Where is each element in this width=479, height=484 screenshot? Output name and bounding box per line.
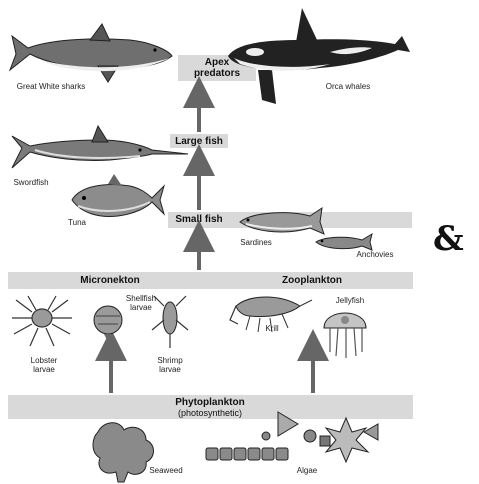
- level-label-micronekton: Micronekton: [60, 275, 160, 286]
- organism-label-jellyfish: Jellyfish: [330, 296, 370, 305]
- organism-label-anchovies: Anchovies: [350, 250, 400, 259]
- ampersand-glyph: &: [433, 222, 464, 256]
- sardines-icon: [240, 208, 324, 234]
- swordfish-icon: [12, 126, 188, 168]
- level-label-large-fish: Large fish: [170, 136, 228, 147]
- organism-label-shellfish: Shellfish larvae: [118, 294, 164, 312]
- organism-label-sardines: Sardines: [236, 238, 276, 247]
- algae-chain-icon: [206, 448, 288, 460]
- organism-label-seaweed: Seaweed: [144, 466, 188, 475]
- level-label-small-fish: Small fish: [168, 214, 230, 225]
- lobster-larvae-icon: [12, 296, 72, 346]
- level-label-zooplankton: Zooplankton: [262, 275, 362, 286]
- jellyfish-icon: [324, 313, 366, 358]
- organism-label-algae: Algae: [294, 466, 320, 475]
- level-label-phytoplankton: Phytoplankton: [160, 397, 260, 408]
- organism-label-orca: Orca whales: [318, 82, 378, 91]
- organism-label-tuna: Tuna: [62, 218, 92, 227]
- organism-label-lobster: Lobster larvae: [24, 356, 64, 374]
- organism-label-shrimp: Shrimp larvae: [148, 356, 192, 374]
- level-label-photosynthetic: (photosynthetic): [160, 408, 260, 419]
- organism-label-krill: Krill: [262, 324, 282, 333]
- great-white-shark-icon: [10, 24, 172, 82]
- organism-label-great-white: Great White sharks: [6, 82, 96, 91]
- anchovies-icon: [316, 234, 372, 250]
- tuna-icon: [72, 174, 164, 216]
- organism-label-swordfish: Swordfish: [6, 178, 56, 187]
- level-label-apex: Apex predators: [178, 57, 256, 79]
